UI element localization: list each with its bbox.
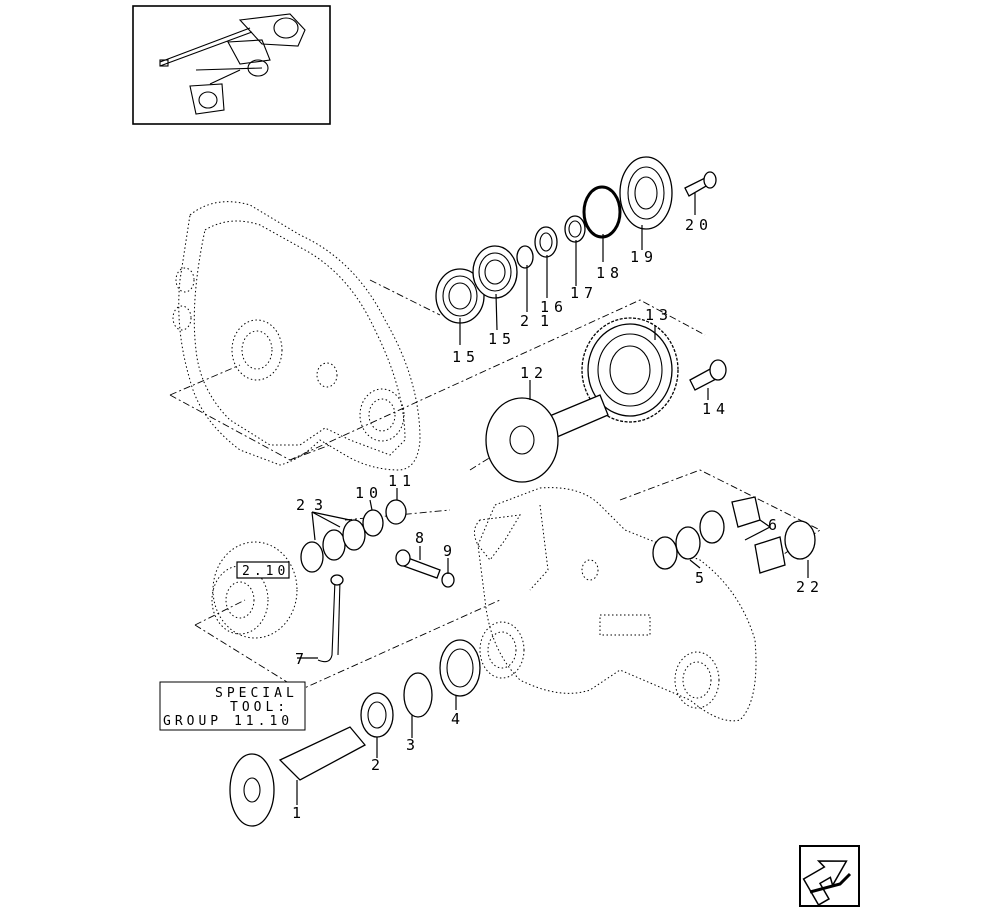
cover-19 — [619, 156, 673, 230]
callout-10: 10 — [355, 484, 383, 502]
callout-11: 11 — [388, 472, 416, 490]
callout-2: 2 — [520, 312, 534, 330]
reference-label: 2.10 — [242, 564, 289, 579]
callout-19: 19 — [630, 248, 658, 266]
callout-13: 13 — [645, 306, 673, 324]
special-tool-line3: GROUP 11.10 — [163, 714, 293, 729]
nut-16 — [534, 226, 558, 258]
callout-17: 17 — [570, 284, 598, 302]
callout-2: 2 — [296, 496, 310, 514]
pump-assembly — [211, 541, 298, 639]
special-tool-line1: SPECIAL — [215, 686, 298, 701]
bolt-14 — [689, 359, 727, 391]
callout-22: 22 — [796, 578, 824, 596]
rings-5 — [652, 526, 701, 570]
seal-2-bottom — [360, 692, 394, 738]
leader-lines — [296, 193, 809, 805]
axle-housing-outline — [474, 487, 757, 722]
reference-box-2-10[interactable]: 2.10 — [236, 561, 290, 579]
axle-shaft-1 — [229, 726, 367, 827]
callout-14: 14 — [702, 400, 730, 418]
callout-18: 18 — [596, 264, 624, 282]
bearing-4 — [439, 639, 481, 697]
bolt-8 — [395, 549, 441, 579]
callout-8: 8 — [415, 529, 429, 547]
seal-set-left — [300, 499, 407, 573]
bolt-20 — [684, 171, 717, 197]
callout-20: 20 — [685, 216, 713, 234]
callout-5: 5 — [695, 569, 709, 587]
callout-9: 9 — [443, 542, 457, 560]
hub-shaft-12 — [485, 394, 609, 483]
callout-12: 12 — [520, 364, 548, 382]
callout-1: 1 — [292, 804, 306, 822]
callout-21: 1 — [540, 312, 554, 330]
special-tool-box: SPECIAL TOOL: GROUP 11.10 — [159, 681, 306, 731]
seal-22 — [784, 520, 816, 560]
next-page-arrow-icon[interactable] — [799, 845, 860, 907]
callout-2: 2 — [371, 756, 385, 774]
bushings-6 — [699, 496, 786, 574]
o-ring-18 — [582, 185, 622, 239]
washer-17 — [564, 215, 586, 243]
callout-3: 3 — [314, 496, 328, 514]
callout-3: 3 — [406, 736, 420, 754]
shim-21 — [516, 245, 534, 269]
callout-6: 6 — [768, 516, 782, 534]
hose-7 — [317, 574, 344, 663]
callout-4: 4 — [451, 710, 465, 728]
callout-16: 16 — [540, 298, 568, 316]
special-tool-line2: TOOL: — [230, 700, 289, 715]
bearing-15-right — [472, 245, 518, 299]
callout-15: 15 — [452, 348, 480, 366]
gear-13 — [581, 317, 679, 423]
assembly-thumbnail-icon[interactable] — [132, 5, 331, 125]
callout-15: 15 — [488, 330, 516, 348]
snap-ring-3 — [403, 672, 433, 718]
washer-9 — [441, 572, 455, 588]
transmission-cover-outline — [172, 201, 421, 471]
callout-7: 7 — [295, 650, 309, 668]
